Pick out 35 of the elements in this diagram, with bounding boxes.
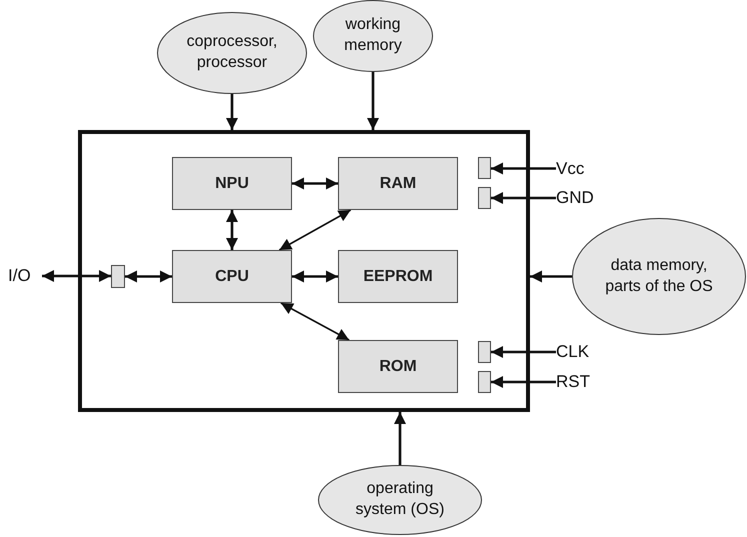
arrow <box>491 346 556 358</box>
contact-pad <box>111 265 125 288</box>
pin-label: RST <box>556 371 600 393</box>
module-box: RAM <box>338 157 458 210</box>
chip-outline <box>78 130 530 412</box>
arrow <box>292 178 338 190</box>
module-box: CPU <box>172 250 292 303</box>
ellipse-node: working memory <box>313 0 433 72</box>
arrow <box>491 192 556 204</box>
arrow <box>125 270 172 282</box>
module-box: ROM <box>338 340 458 393</box>
arrow <box>530 270 572 282</box>
pin-label: GND <box>556 187 604 209</box>
arrow <box>226 210 238 250</box>
arrow <box>367 72 379 130</box>
contact-pad <box>478 371 491 393</box>
pin-label: I/O <box>8 265 42 287</box>
arrow <box>292 270 338 282</box>
module-box: NPU <box>172 157 292 210</box>
contact-pad <box>478 157 491 179</box>
ellipse-node: coprocessor, processor <box>157 12 307 94</box>
ellipse-node: operating system (OS) <box>318 465 482 535</box>
contact-pad <box>478 187 491 209</box>
contact-pad <box>478 341 491 363</box>
pin-label: Vcc <box>556 158 600 180</box>
arrow <box>491 162 556 174</box>
arrow <box>280 302 350 341</box>
ellipse-node: data memory, parts of the OS <box>572 218 746 335</box>
pin-label: CLK <box>556 341 600 363</box>
arrow <box>394 412 406 465</box>
arrow <box>42 270 111 282</box>
arrow <box>226 94 238 130</box>
module-box: EEPROM <box>338 250 458 303</box>
arrow <box>491 376 556 388</box>
arrow <box>278 209 352 251</box>
